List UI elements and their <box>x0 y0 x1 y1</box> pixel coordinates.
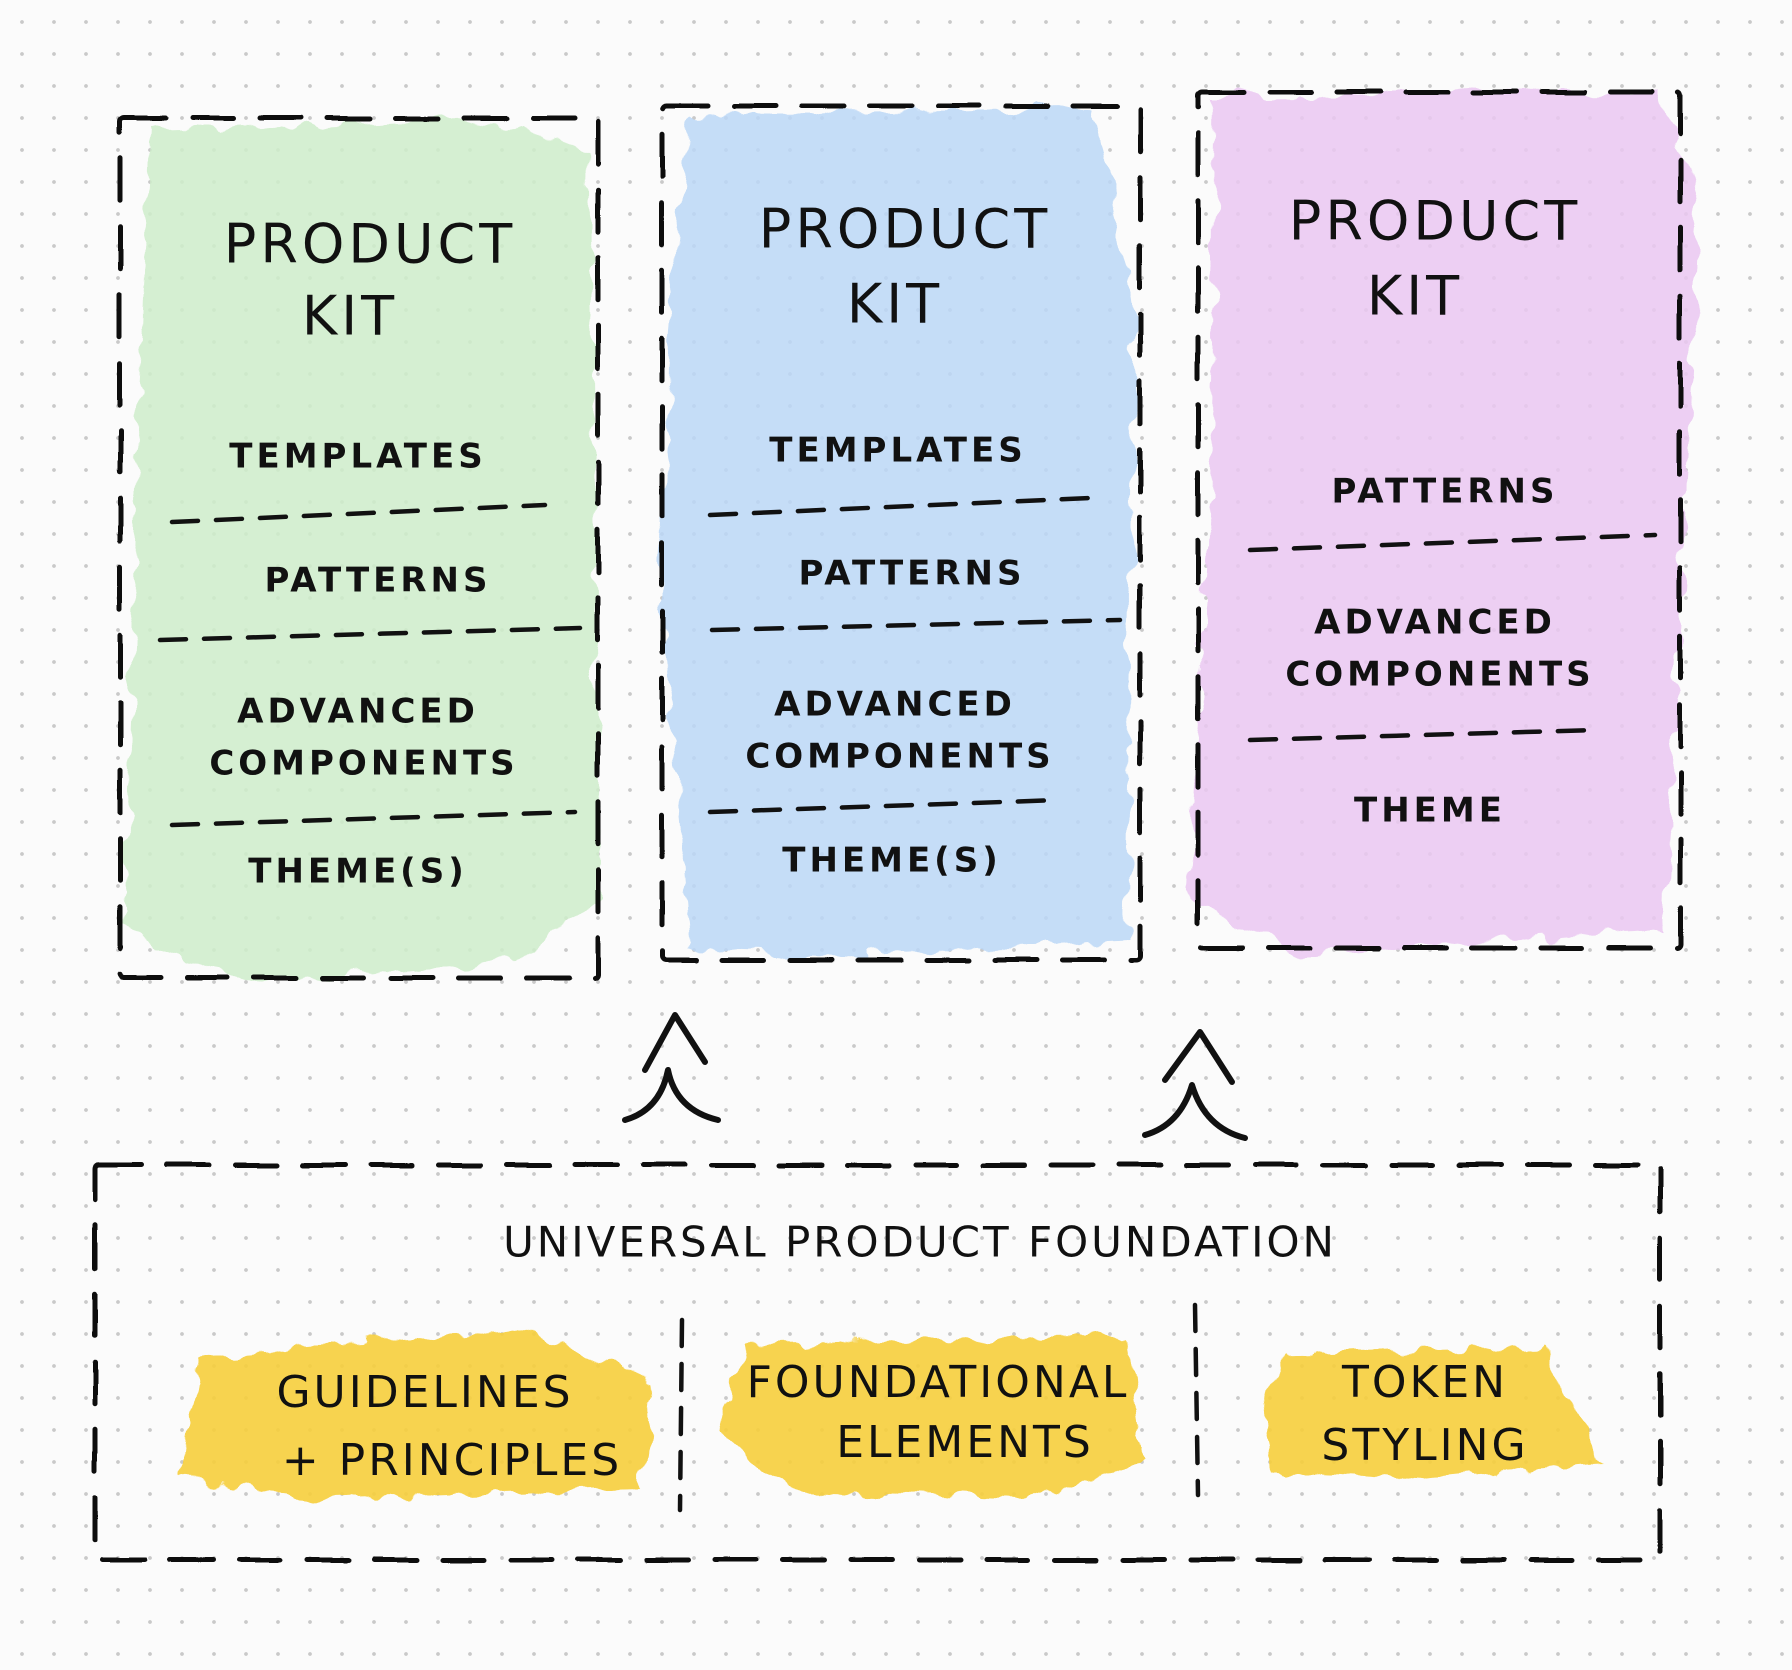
foundation-item-3-highlight <box>1265 1345 1600 1480</box>
foundation-item-2-line-1: FOUNDATIONAL <box>747 1357 1130 1408</box>
kit-2-layer-themes: THEME(S) <box>782 841 1002 881</box>
kit-3-layer-theme: THEME <box>1354 791 1506 831</box>
foundation-item-1-line-1: GUIDELINES <box>276 1367 573 1418</box>
arrow-up-1-head <box>642 1012 708 1073</box>
foundation-item-2-line-2: ELEMENTS <box>836 1417 1094 1468</box>
foundation-item-3-line-1: TOKEN <box>1341 1357 1508 1408</box>
kit-3-layer-advanced: ADVANCED <box>1314 603 1556 643</box>
foundation-title: UNIVERSAL PRODUCT FOUNDATION <box>503 1218 1337 1267</box>
foundation-item-2-highlight <box>720 1335 1145 1500</box>
kit-1-layer-themes: THEME(S) <box>248 852 468 892</box>
arrow-up-1-stem <box>622 1067 721 1123</box>
arrow-up-2 <box>1142 1029 1248 1141</box>
kit-2-divider-1 <box>707 495 1093 518</box>
kit-3-layer-patterns: PATTERNS <box>1332 472 1559 512</box>
foundation-panel: UNIVERSAL PRODUCT FOUNDATION GUIDELINES … <box>92 1162 1663 1563</box>
kit-2-title-line-2: KIT <box>847 273 943 336</box>
product-kit-1: PRODUCT KIT TEMPLATES PATTERNS ADVANCED … <box>117 115 601 985</box>
kit-1-title-line-2: KIT <box>302 285 398 348</box>
kit-1-layer-advanced: ADVANCED <box>237 692 479 732</box>
foundation-item-3-line-2: STYLING <box>1321 1420 1528 1471</box>
kit-3-divider-1 <box>1247 532 1658 553</box>
arrow-up-2-head <box>1162 1029 1235 1085</box>
kit-2-divider-2 <box>709 617 1123 633</box>
kit-3-title-line-2: KIT <box>1367 265 1463 328</box>
kit-3-divider-2 <box>1247 727 1598 743</box>
kit-3-layer-components: COMPONENTS <box>1285 655 1594 695</box>
kit-2-title-line-1: PRODUCT <box>759 198 1051 261</box>
foundation-divider-2 <box>1192 1302 1201 1498</box>
kit-3-dashed-border <box>1195 89 1683 951</box>
kit-2-dashed-border <box>659 103 1143 963</box>
product-kit-2: PRODUCT KIT TEMPLATES PATTERNS ADVANCED … <box>659 103 1143 963</box>
kit-1-divider-3 <box>169 809 578 828</box>
foundation-dashed-border <box>92 1162 1663 1563</box>
kit-2-layer-components: COMPONENTS <box>745 737 1054 777</box>
product-kit-3: PRODUCT KIT PATTERNS ADVANCED COMPONENTS… <box>1190 89 1700 955</box>
kit-3-title-line-1: PRODUCT <box>1289 190 1581 253</box>
kit-1-divider-2 <box>157 625 583 643</box>
foundation-divider-1 <box>677 1317 685 1513</box>
kit-1-dashed-border <box>117 115 601 981</box>
foundation-item-1-line-2: + PRINCIPLES <box>282 1435 622 1486</box>
arrow-up-2-stem <box>1142 1082 1248 1141</box>
arrow-up-1 <box>622 1012 721 1123</box>
kit-2-layer-advanced: ADVANCED <box>774 685 1016 725</box>
kit-2-highlight <box>660 108 1135 955</box>
kit-1-layer-templates: TEMPLATES <box>229 437 486 477</box>
kit-1-title-line-1: PRODUCT <box>224 213 516 276</box>
kit-2-divider-3 <box>707 797 1063 815</box>
kit-1-divider-1 <box>169 502 548 525</box>
kit-2-layer-templates: TEMPLATES <box>769 431 1026 471</box>
kit-2-layer-patterns: PATTERNS <box>799 554 1026 594</box>
kit-1-layer-patterns: PATTERNS <box>265 561 492 601</box>
kit-1-layer-components: COMPONENTS <box>209 744 518 784</box>
foundation-item-1-highlight <box>180 1330 655 1500</box>
kit-1-highlight <box>125 118 600 985</box>
